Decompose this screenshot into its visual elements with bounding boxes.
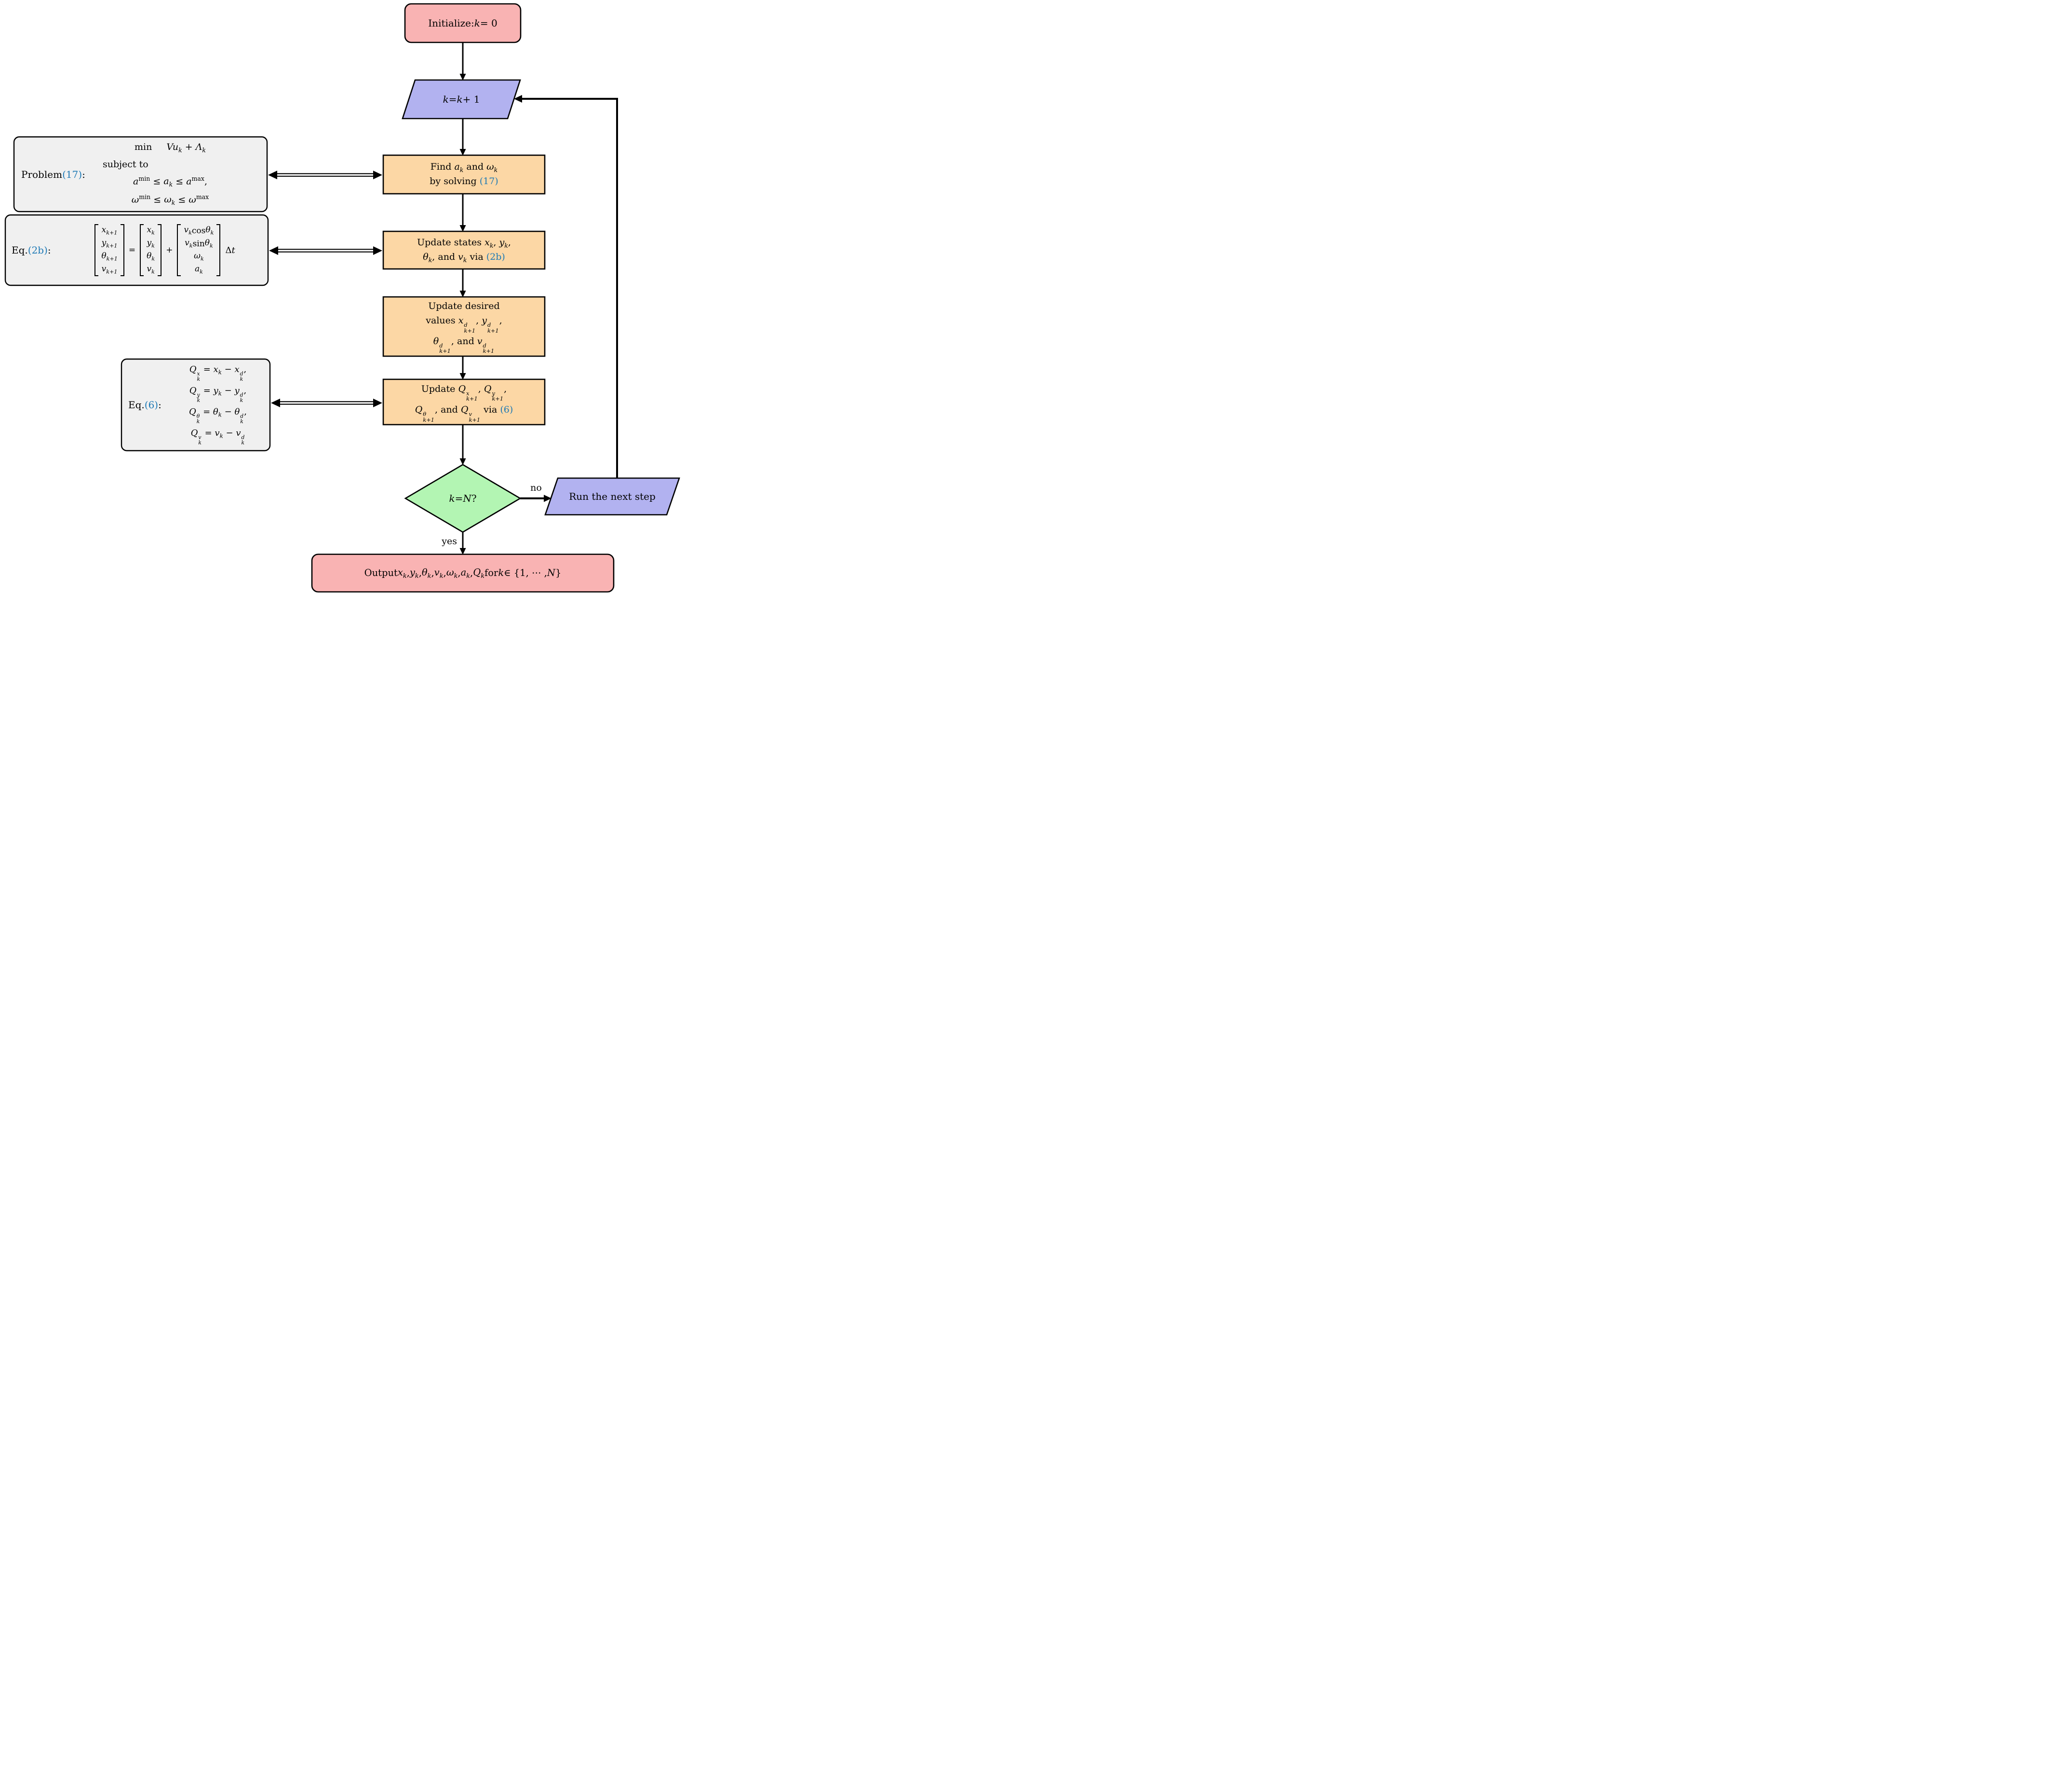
states-process-label: Update states xk, yk, θk, and vk via (2b… <box>383 231 545 269</box>
eq2b-input-vector: vk cos θk vk sin θk ωk ak <box>177 224 221 276</box>
problem-constraint-2: ωmin ≤ ωk ≤ ωmax <box>131 193 209 206</box>
right-bracket <box>216 224 221 276</box>
problem-objective: Vuk + Λk <box>166 142 206 154</box>
vector-row: xk <box>147 225 155 236</box>
qupdate-process-shape <box>382 378 546 426</box>
arrow-find-to-states <box>459 194 466 232</box>
vector-row: vk cos θk <box>184 225 214 236</box>
left-bracket <box>177 224 181 276</box>
desired-process-shape <box>382 296 546 357</box>
arrow-decision-to-output-yes <box>459 532 466 555</box>
find-line-1: Find ak and ωk <box>430 161 498 174</box>
states-line-2: θk, and vk via (2b) <box>423 252 505 264</box>
right-bracket <box>120 224 124 276</box>
double-arrow-problem-find <box>268 171 382 179</box>
delta-t: Δt <box>225 245 235 255</box>
right-bracket <box>158 224 162 276</box>
yes-branch-label: yes <box>442 535 457 547</box>
init-terminator-label: Initialize: k = 0 <box>428 17 498 29</box>
increment-label: k = k + 1 <box>443 94 480 105</box>
states-line-1: Update states xk, yk, <box>417 237 511 249</box>
vector-row: vk <box>147 264 155 275</box>
eq6-note-shape <box>121 358 271 452</box>
vector-row: ωk <box>194 251 204 262</box>
no-branch-label: no <box>530 482 542 493</box>
arrow-qupdate-to-decision <box>459 425 466 465</box>
eq2b-lhs-vector: xk+1 yk+1 θk+1 vk+1 <box>94 224 124 276</box>
equals-sign: = <box>128 245 136 255</box>
arrow-states-to-desired <box>459 269 466 297</box>
decision-diamond-shape <box>404 464 522 533</box>
problem-min-keyword: min <box>134 142 152 152</box>
left-bracket <box>94 224 99 276</box>
left-bracket <box>140 224 144 276</box>
eq2b-note-shape <box>4 214 269 286</box>
flowchart-canvas: Initialize: k = 0 k = k + 1 Find ak and … <box>0 0 682 598</box>
run-parallelogram-shape <box>544 477 680 516</box>
arrow-desired-to-qupdate <box>459 356 466 380</box>
eq2b-matrix-equation: xk+1 yk+1 θk+1 vk+1 = xk yk θk vk + vk c… <box>65 216 263 284</box>
arrow-decision-to-run-no <box>520 495 552 502</box>
vector-row: vk+1 <box>101 264 118 275</box>
double-arrow-eq6-qupdate <box>271 399 382 407</box>
eq6-note-title: Eq. (6): <box>128 399 161 411</box>
vector-row: ak <box>194 264 203 275</box>
problem-note-shape <box>13 136 268 213</box>
find-process-label: Find ak and ωk by solving (17) <box>383 155 545 194</box>
eq2b-note-title: Eq. (2b): <box>12 244 51 256</box>
increment-parallelogram-shape <box>402 79 521 120</box>
output-terminator-shape <box>311 553 615 593</box>
find-line-2: by solving (17) <box>430 176 498 187</box>
problem-objective-row: min Vuk + Λk <box>76 142 264 154</box>
vector-row: θk <box>147 251 155 262</box>
vector-row: θk+1 <box>101 251 118 262</box>
flowchart-shapes-layer <box>4 3 680 593</box>
feedback-line-run-to-increment <box>514 95 618 478</box>
problem-note-title: Problem (17): <box>21 168 85 180</box>
find-process-shape <box>382 154 546 195</box>
vector-row: yk <box>147 238 155 249</box>
vector-row: xk+1 <box>101 225 118 236</box>
problem-note-math: min Vuk + Λk subject to amin ≤ ak ≤ amax… <box>76 142 264 206</box>
run-label: Run the next step <box>569 491 656 502</box>
decision-label: k = N? <box>449 493 477 504</box>
arrow-increment-to-find <box>459 119 466 156</box>
init-terminator-shape <box>404 3 522 43</box>
arrow-init-to-increment <box>459 43 466 80</box>
vector-row: vk sin θk <box>185 238 213 249</box>
output-terminator-label: Output xk, yk, θk, vk, ωk, ak, Qk for k … <box>364 566 562 580</box>
vector-row: yk+1 <box>101 238 118 249</box>
double-arrow-eq2b-states <box>269 246 382 255</box>
eq2b-state-vector: xk yk θk vk <box>140 224 162 276</box>
states-process-shape <box>382 230 546 270</box>
plus-sign: + <box>166 245 173 255</box>
desired-line-1: Update desired <box>428 300 500 311</box>
problem-subject-to: subject to <box>103 159 148 170</box>
problem-constraint-1: amin ≤ ak ≤ amax, <box>133 174 207 188</box>
